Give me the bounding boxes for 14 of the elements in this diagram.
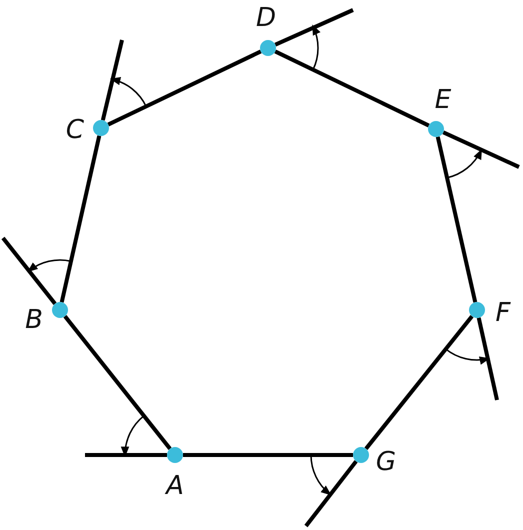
polygon-side (107, 50, 262, 126)
vertex-label: E (434, 85, 452, 115)
polygon-side (183, 453, 353, 457)
vertex-label: F (494, 298, 512, 328)
vertex-label: D (255, 3, 277, 33)
polygon-side (436, 136, 478, 303)
vertex-label: A (164, 471, 185, 501)
polygon-side (364, 315, 474, 450)
vertex-label: C (64, 115, 86, 145)
vertex-label: B (24, 305, 44, 335)
polygon-side (274, 50, 430, 128)
polygon-side (60, 135, 102, 303)
polygon-side (63, 315, 172, 450)
vertex-label: G (375, 447, 397, 477)
